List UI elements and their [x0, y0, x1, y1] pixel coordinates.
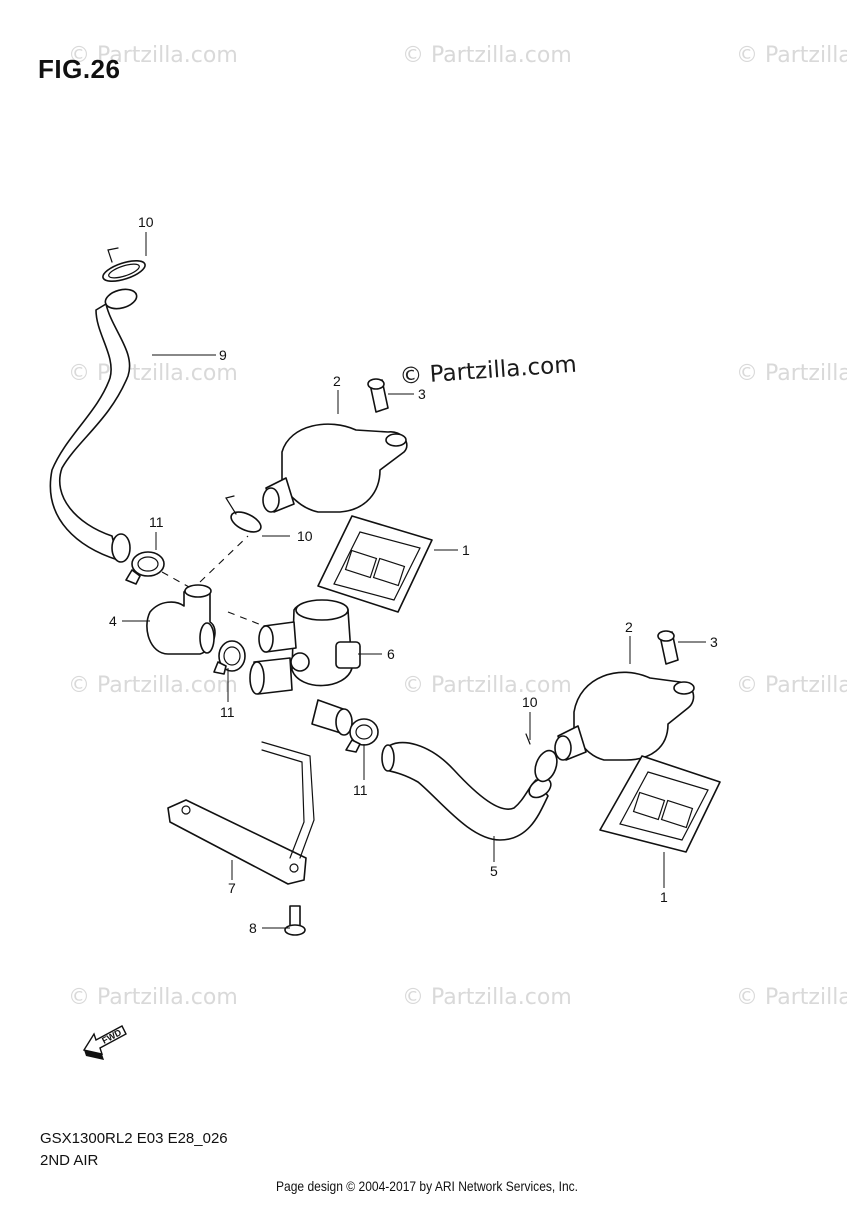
callout-1: 1	[660, 889, 668, 905]
hose-clip-10-middle[interactable]	[225, 495, 264, 536]
diagram-code: GSX1300RL2 E03 E28_026	[40, 1130, 228, 1147]
page-footer: Page design © 2004-2017 by ARI Network S…	[276, 1178, 579, 1194]
callout-4: 4	[109, 613, 117, 629]
watermark-text: © Partzilla.com	[68, 43, 238, 68]
callout-10: 10	[138, 214, 154, 230]
watermark-text: © Partzilla.com	[736, 361, 847, 386]
watermark-main: © Partzilla.com	[399, 352, 578, 390]
hose-clamp-11[interactable]	[213, 640, 246, 675]
callout-10: 10	[297, 528, 313, 544]
callout-2: 2	[625, 619, 633, 635]
air-valve-6[interactable]	[249, 599, 361, 736]
watermark-text: © Partzilla.com	[736, 43, 847, 68]
callout-6: 6	[387, 646, 395, 662]
watermark-text: © Partzilla.com	[68, 985, 238, 1010]
callout-2: 2	[333, 373, 341, 389]
callout-5: 5	[490, 863, 498, 879]
figure-title: FIG.26	[38, 54, 121, 84]
bolt-8[interactable]	[284, 905, 306, 936]
watermark-text: © Partzilla.com	[68, 361, 238, 386]
callout-11: 11	[353, 782, 368, 798]
bolt-3-upper[interactable]	[367, 378, 389, 413]
watermark-text: © Partzilla.com	[736, 673, 847, 698]
reed-plate-1-lower[interactable]	[599, 755, 721, 853]
watermark-text: © Partzilla.com	[736, 985, 847, 1010]
watermark-text: © Partzilla.com	[402, 673, 572, 698]
hose-clamp-11[interactable]	[345, 718, 379, 753]
hose-5[interactable]	[381, 741, 554, 841]
callout-11: 11	[149, 514, 164, 530]
elbow-hose-4[interactable]	[146, 584, 216, 655]
reed-valve-cover-2-lower[interactable]	[554, 671, 695, 761]
callout-9: 9	[219, 347, 227, 363]
callout-8: 8	[249, 920, 257, 936]
reed-plate-1-upper[interactable]	[317, 515, 433, 613]
callout-11: 11	[220, 704, 235, 720]
reed-valve-cover-2-upper[interactable]	[262, 423, 408, 513]
watermark-text: © Partzilla.com	[402, 43, 572, 68]
hose-clip-10-right[interactable]	[525, 733, 561, 784]
bracket-7[interactable]	[167, 741, 315, 885]
bolt-3-lower[interactable]	[657, 630, 679, 665]
callout-7: 7	[228, 880, 236, 896]
callout-3: 3	[710, 634, 718, 650]
hose-9[interactable]	[49, 286, 138, 563]
watermark-text: © Partzilla.com	[402, 985, 572, 1010]
callout-1: 1	[462, 542, 470, 558]
watermark-text: © Partzilla.com	[68, 673, 238, 698]
forward-arrow-icon: FWD	[82, 1025, 127, 1060]
diagram-name: 2ND AIR	[40, 1152, 99, 1169]
watermark-grid: © Partzilla.com © Partzilla.com © Partzi…	[68, 43, 847, 1010]
hose-clamp-11[interactable]	[125, 551, 165, 585]
callout-10: 10	[522, 694, 538, 710]
callout-3: 3	[418, 386, 426, 402]
leader-lines	[122, 232, 706, 929]
hose-clip-10-top[interactable]	[101, 247, 148, 285]
